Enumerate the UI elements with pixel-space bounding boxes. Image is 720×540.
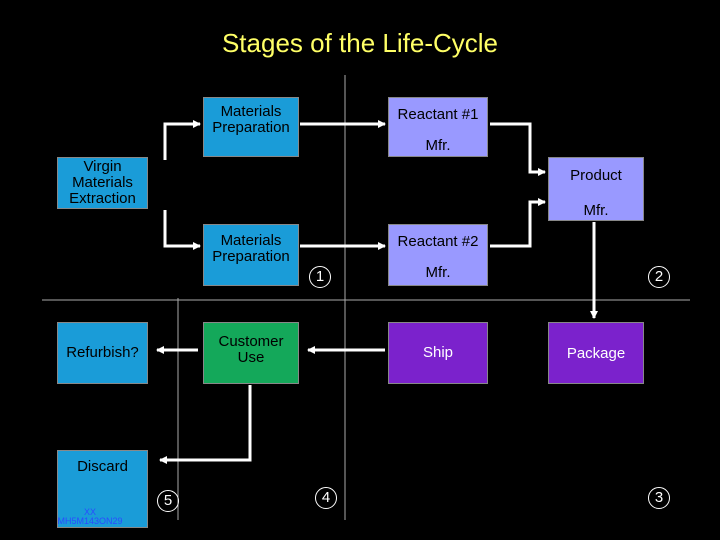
discard-label: Discard [77, 458, 128, 475]
package-box: Package [548, 322, 644, 384]
page-title: Stages of the Life-Cycle [221, 28, 499, 58]
reactant-2-mfr-label: Mfr. [425, 264, 451, 281]
marker-4: 4 [315, 487, 337, 509]
slide-code-line-2: MH5M143ON29 [57, 516, 123, 526]
reactant-2-label: Reactant #2 [397, 233, 479, 250]
marker-3: 3 [648, 487, 670, 509]
product-mfr-box: Product Mfr. [548, 157, 644, 221]
ship-box: Ship [388, 322, 488, 384]
customer-use-label: Customer Use [218, 333, 284, 366]
refurbish-label: Refurbish? [66, 344, 139, 361]
discard-box: Discard [57, 450, 148, 528]
slide-code-line-1: XX [83, 507, 96, 517]
reactant-1-mfr-label: Mfr. [425, 137, 451, 154]
virgin-materials-extraction-box: Virgin Materials Extraction [57, 157, 148, 209]
marker-5: 5 [157, 490, 179, 512]
reactant-1-label: Reactant #1 [397, 106, 479, 123]
materials-preparation-label-2: Materials Preparation [212, 232, 290, 265]
slide-code: XX MH5M143ON29 [40, 508, 140, 526]
customer-use-box: Customer Use [203, 322, 299, 384]
refurbish-box: Refurbish? [57, 322, 148, 384]
package-label: Package [566, 345, 626, 362]
reactant-1-box: Reactant #1 Mfr. [388, 97, 488, 157]
materials-preparation-box-1: Materials Preparation [203, 97, 299, 157]
ship-label: Ship [422, 344, 454, 361]
marker-1: 1 [309, 266, 331, 288]
product-mfr-label: Mfr. [583, 202, 609, 219]
materials-preparation-box-2: Materials Preparation [203, 224, 299, 286]
product-label: Product [570, 167, 622, 184]
materials-preparation-label-1: Materials Preparation [212, 103, 290, 136]
marker-2: 2 [648, 266, 670, 288]
reactant-2-box: Reactant #2 Mfr. [388, 224, 488, 286]
virgin-materials-extraction-label: Virgin Materials Extraction [69, 158, 136, 207]
